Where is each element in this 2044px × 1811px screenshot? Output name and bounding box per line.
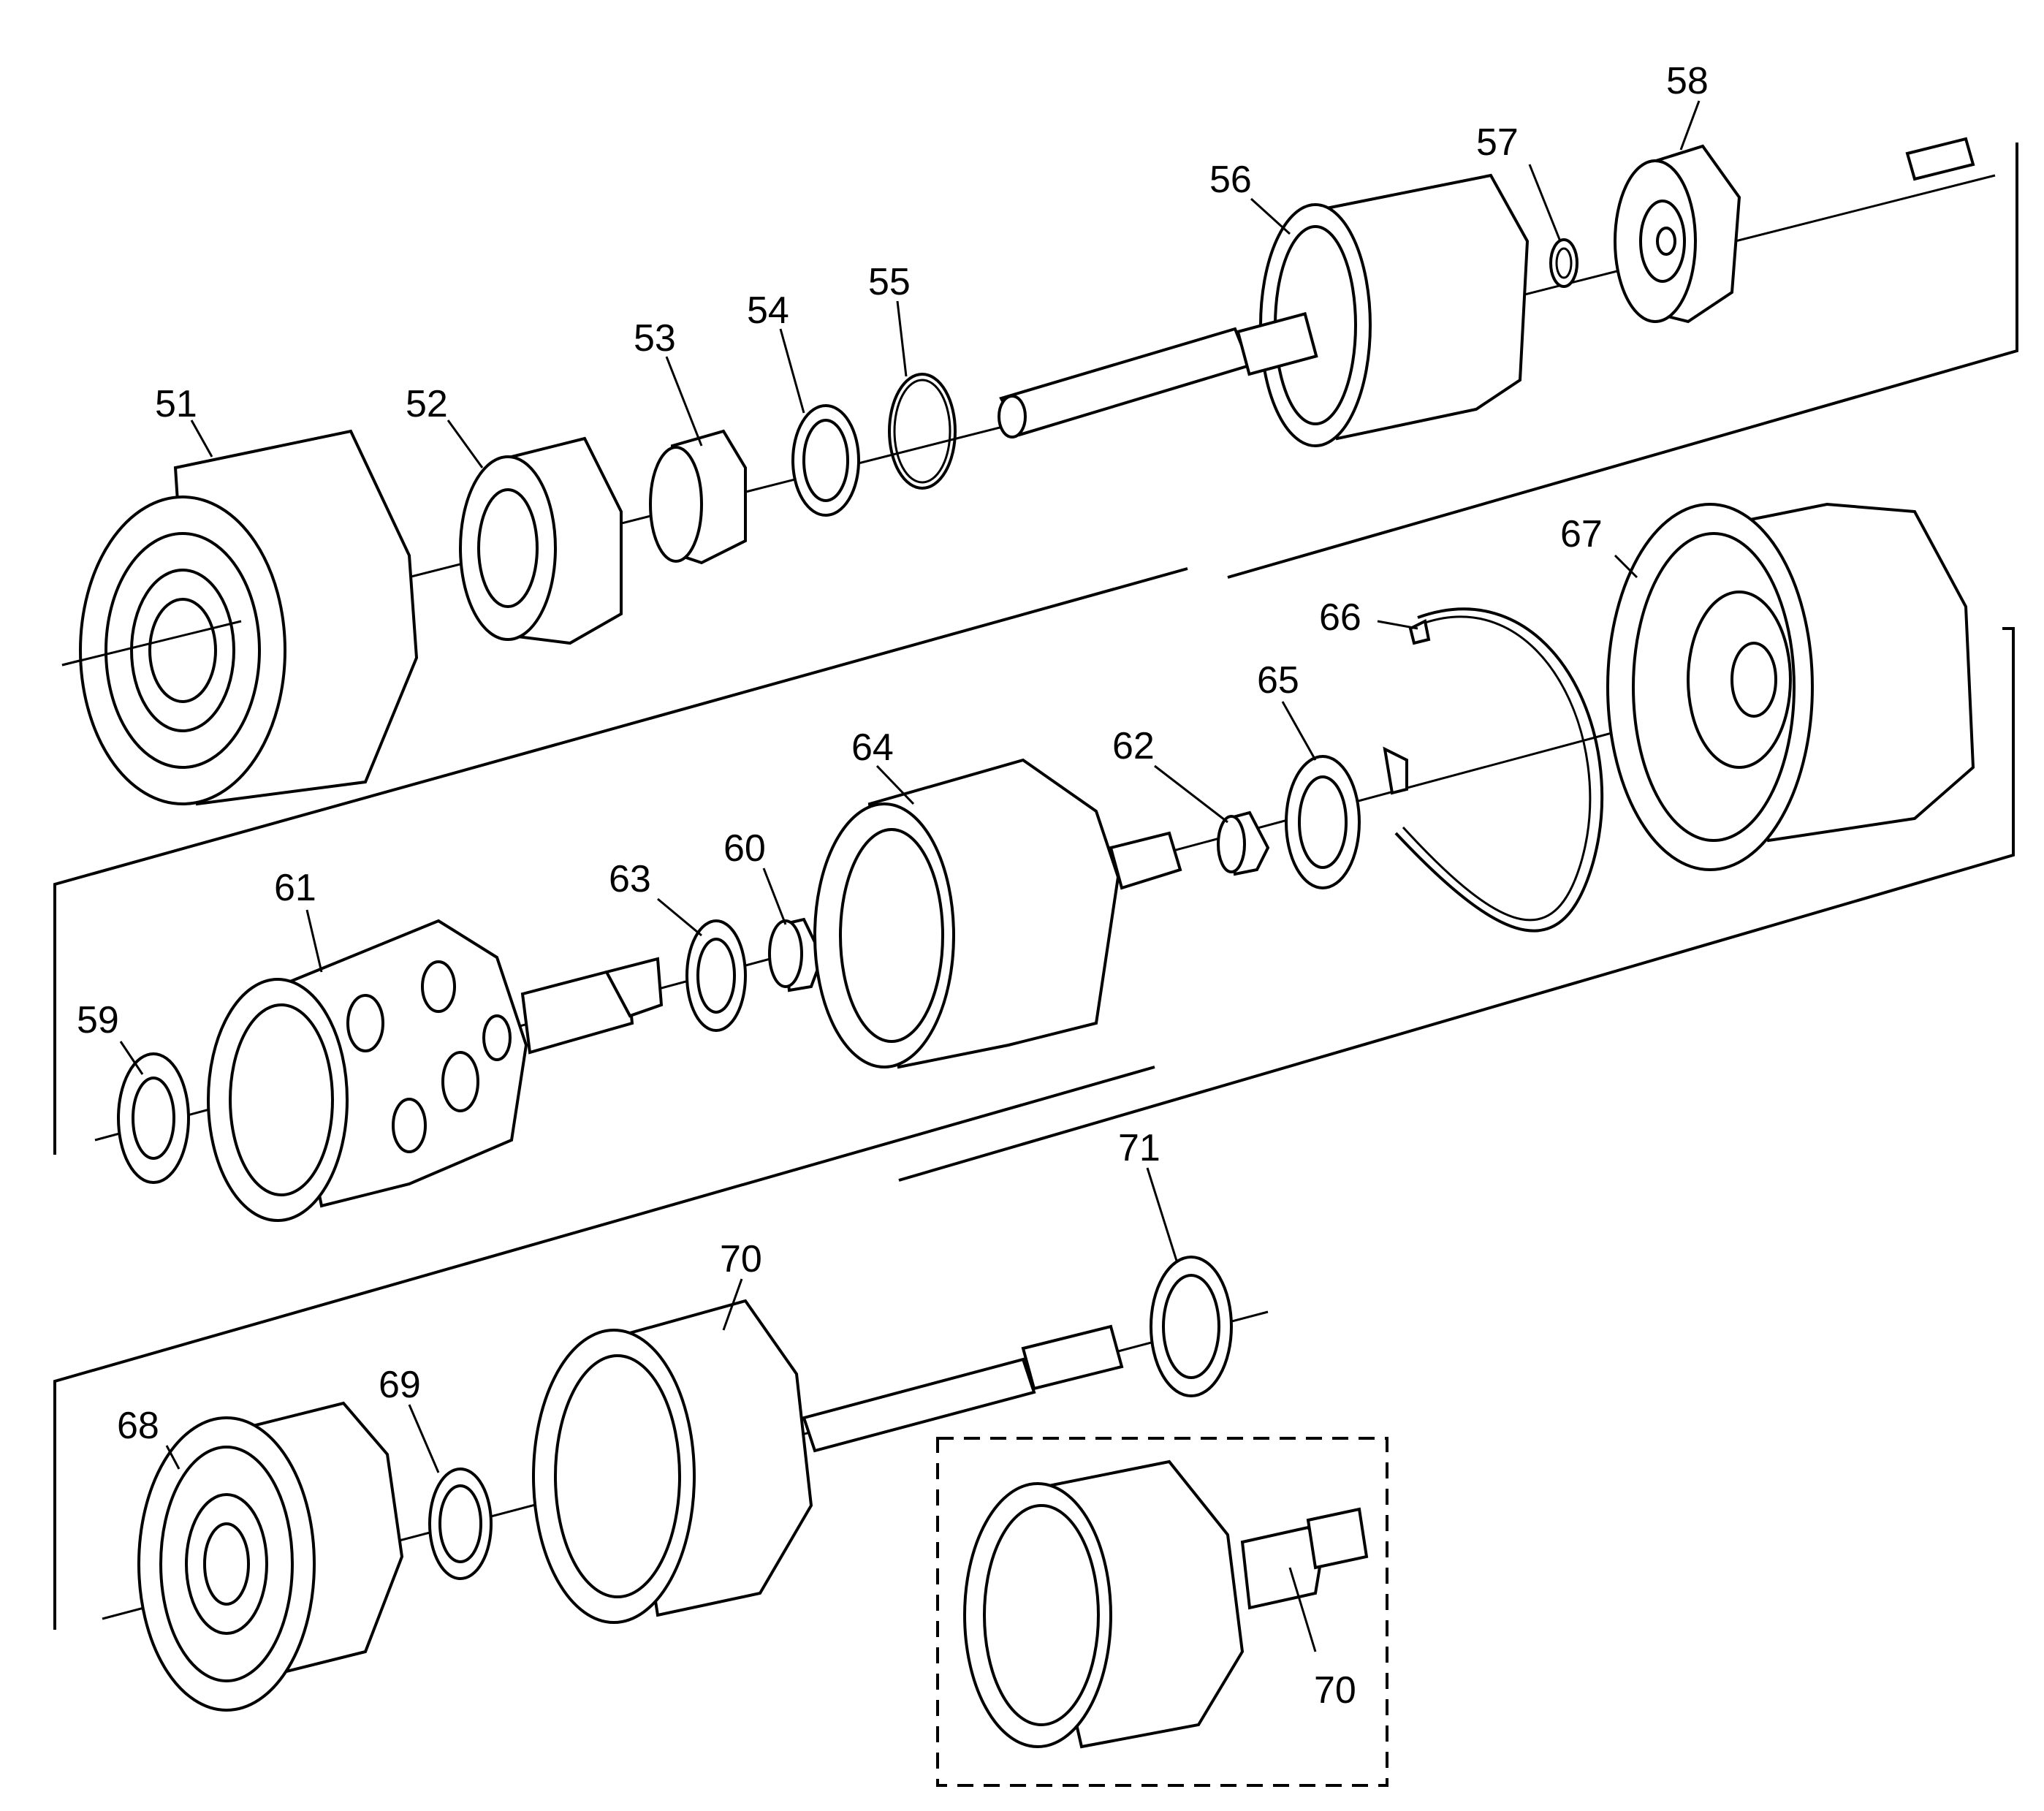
- part-53-sun-gear: [649, 429, 747, 565]
- callout-64: 64: [851, 726, 894, 769]
- callout-60: 60: [723, 827, 766, 870]
- part-61-reaction-carrier: [207, 919, 664, 1222]
- callout-63: 63: [609, 858, 651, 900]
- callout-67: 67: [1560, 513, 1603, 555]
- part-63-thrust-washer: [685, 919, 747, 1032]
- part-shaft-spline-end: [1905, 137, 1975, 181]
- part-62-bushing: [1217, 810, 1270, 876]
- part-67-clutch-housing: [1606, 502, 1975, 871]
- leader-lines: [119, 100, 1701, 1652]
- part-59-thrust-bearing: [117, 1052, 190, 1184]
- callout-59: 59: [77, 999, 119, 1041]
- part-58-gear: [1614, 144, 1741, 324]
- callout-68: 68: [117, 1405, 159, 1447]
- callout-51: 51: [155, 383, 197, 425]
- part-64-clutch-drum: [813, 758, 1182, 1069]
- part-51-clutch-housing: [61, 429, 419, 806]
- part-56-input-shaft-drum: [998, 173, 1530, 447]
- callout-57: 57: [1476, 121, 1519, 164]
- callout-53: 53: [634, 317, 676, 360]
- part-68-planetary-carrier: [137, 1401, 404, 1712]
- part-55-snap-ring: [888, 373, 957, 490]
- callout-65: 65: [1257, 659, 1299, 702]
- callout-70-inset: 70: [1314, 1669, 1356, 1712]
- callout-70: 70: [720, 1238, 762, 1280]
- callout-69: 69: [379, 1364, 421, 1406]
- callout-61: 61: [274, 867, 316, 909]
- callout-54: 54: [747, 289, 789, 332]
- part-54-thrust-washer: [791, 404, 860, 517]
- part-70-output-ring-gear-shaft: [532, 1299, 1124, 1624]
- panel-bottom: [53, 1066, 1155, 1630]
- callout-56: 56: [1209, 159, 1252, 201]
- part-69-thrust-washer: [428, 1468, 493, 1580]
- callout-58: 58: [1666, 60, 1709, 102]
- panel-middle: [53, 567, 2015, 1182]
- inset-alternate-part-70: [936, 1437, 1388, 1787]
- callout-71: 71: [1118, 1127, 1160, 1169]
- part-66-retaining-ring: [1383, 607, 1604, 933]
- callout-55: 55: [868, 261, 911, 303]
- part-52-planet-carrier: [459, 436, 623, 645]
- callout-66: 66: [1319, 596, 1361, 639]
- part-71-thrust-washer: [1150, 1256, 1233, 1397]
- part-65-seal: [1285, 755, 1361, 889]
- callout-52: 52: [406, 383, 448, 425]
- callout-62: 62: [1112, 725, 1155, 767]
- panel-top: [1227, 143, 2018, 579]
- callout-labels: 51 52 53 54 55 56 57 58 59 61 63 60 64 6…: [77, 60, 1709, 1712]
- part-57-snap-ring: [1549, 238, 1578, 288]
